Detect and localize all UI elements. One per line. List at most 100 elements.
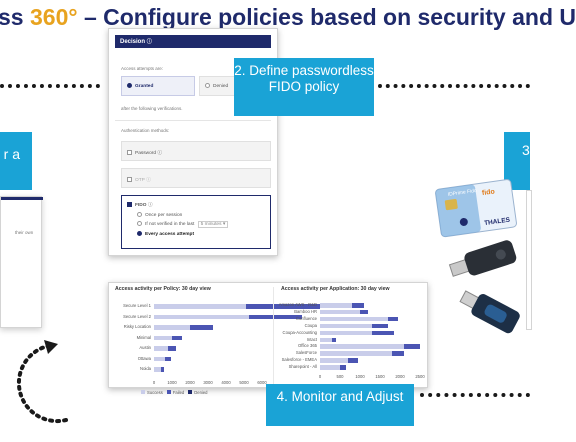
chevron-down-icon: ▾ — [222, 221, 226, 227]
callout-define-policy: 2. Define passwordless FIDO policy — [234, 58, 374, 116]
bar-success — [154, 325, 190, 330]
bar-success — [320, 323, 372, 329]
granted-option[interactable]: Granted — [121, 76, 195, 96]
bar-category-label: Coupa-Accounting — [282, 329, 317, 335]
dotted-connector-bottom — [420, 393, 530, 397]
bar-category-label: Confluence — [295, 315, 317, 321]
card-fido-logo: fido — [482, 188, 496, 197]
bar-success — [320, 309, 360, 315]
minutes-select[interactable]: 5 minutes ▾ — [197, 220, 229, 228]
bar-success — [320, 330, 372, 336]
bar-success — [154, 367, 162, 372]
x-tick-label: 2500 — [415, 374, 425, 379]
x-tick-label: 1500 — [375, 374, 385, 379]
x-tick-label: 3000 — [203, 379, 213, 385]
auth-methods-label: Authentication methods: — [121, 128, 170, 133]
left-panel-snippet: their own — [15, 230, 34, 235]
legend-label: Failed — [172, 389, 185, 395]
x-tick-label: 1000 — [167, 379, 177, 385]
bar-category-label: Austin — [139, 345, 151, 350]
bar-failed — [388, 316, 398, 322]
granted-radio[interactable] — [127, 83, 132, 88]
fido-option-once[interactable]: Once per session — [137, 212, 265, 218]
bar-success — [320, 303, 352, 308]
bar-category-label: Salesforce - EMEA — [281, 357, 317, 363]
usb-fido-key — [459, 290, 520, 334]
x-tick-label: 6000 — [257, 379, 267, 385]
bar-success — [320, 344, 404, 349]
after-verifications-text: after the following verifications. — [121, 106, 183, 111]
bar-success — [320, 358, 348, 363]
method-otp[interactable]: OTP ⓘ — [121, 168, 271, 188]
info-icon: ⓘ — [147, 203, 153, 208]
chart-legend: Success Failed Denied — [137, 390, 208, 395]
bar-failed — [161, 367, 165, 372]
otp-checkbox[interactable] — [127, 177, 132, 183]
bar-success — [154, 335, 172, 340]
card-name: IDPrime Fido — [447, 188, 477, 198]
bar-success — [320, 365, 340, 370]
bar-failed — [245, 304, 320, 309]
bar-success — [154, 304, 246, 309]
callout-step-1-partial: r a — [0, 132, 32, 190]
title-number: 360° — [29, 4, 78, 30]
fido-checkbox[interactable] — [127, 202, 132, 208]
legend-label: Success — [147, 389, 163, 395]
bar-category-label: Coupa — [304, 322, 317, 328]
x-tick-label: 1000 — [355, 374, 365, 379]
x-tick-label: 0 — [152, 379, 156, 385]
bar-category-label: Risky Location — [123, 324, 151, 329]
fido-smart-card: IDPrime Fido fido THALES — [435, 179, 517, 238]
every-radio[interactable] — [137, 230, 142, 236]
method-password[interactable]: Password ⓘ — [121, 141, 271, 161]
bar-success — [320, 337, 332, 342]
x-tick-label: 500 — [336, 374, 344, 379]
bar-category-label: Bamboo HR — [294, 308, 317, 314]
x-tick-label: 2000 — [185, 379, 195, 385]
bar-success — [320, 316, 388, 322]
bar-category-label: Amazon AWS - R&D — [278, 302, 317, 307]
bar-failed — [332, 337, 336, 342]
bar-failed — [372, 323, 388, 329]
denied-radio[interactable] — [205, 83, 210, 88]
usb-security-key — [448, 240, 517, 277]
last-radio[interactable] — [137, 221, 142, 226]
chart-title-application: Access activity per Application: 30 day … — [281, 286, 390, 292]
info-icon: ⓘ — [157, 151, 163, 156]
once-radio[interactable] — [137, 212, 142, 217]
bar-category-label: Noida — [140, 366, 151, 371]
legend-label: Denied — [194, 389, 208, 395]
bar-failed — [372, 330, 394, 336]
bar-category-label: Sharepoint - All — [288, 364, 317, 370]
bar-failed — [348, 358, 358, 363]
bar-failed — [340, 365, 346, 370]
password-checkbox[interactable] — [127, 150, 132, 156]
fido-option-last[interactable]: If not verified in the last 5 minutes ▾ — [137, 220, 265, 228]
bar-category-label: Ottawa — [137, 355, 151, 361]
x-tick-label: 2000 — [395, 374, 405, 379]
legend-swatch — [141, 390, 145, 395]
bar-failed — [360, 309, 368, 315]
legend-swatch — [188, 390, 193, 395]
method-fido[interactable]: FIDO ⓘ Once per session If not verified … — [121, 195, 271, 249]
bar-failed — [164, 356, 172, 361]
info-icon: ⓘ — [146, 39, 152, 45]
info-icon: ⓘ — [146, 178, 151, 183]
curved-arrow — [16, 340, 68, 424]
bar-category-label: Secure Level 2 — [123, 313, 151, 319]
x-tick-label: 4000 — [221, 379, 231, 385]
right-partial-panel — [526, 190, 532, 330]
bar-category-label: Office 365 — [297, 343, 317, 349]
bar-failed — [172, 335, 182, 340]
fido-option-every[interactable]: Every access attempt — [137, 230, 265, 237]
bar-failed — [404, 344, 420, 349]
bar-success — [154, 356, 165, 361]
bar-success — [320, 351, 392, 356]
dotted-connector-left — [0, 84, 100, 88]
decision-heading: Decision ⓘ — [115, 35, 271, 48]
bar-failed — [392, 351, 404, 356]
bar-success — [154, 346, 169, 351]
left-partial-panel: their own — [0, 196, 43, 328]
access-attempts-label: Access attempts are: — [121, 66, 164, 71]
